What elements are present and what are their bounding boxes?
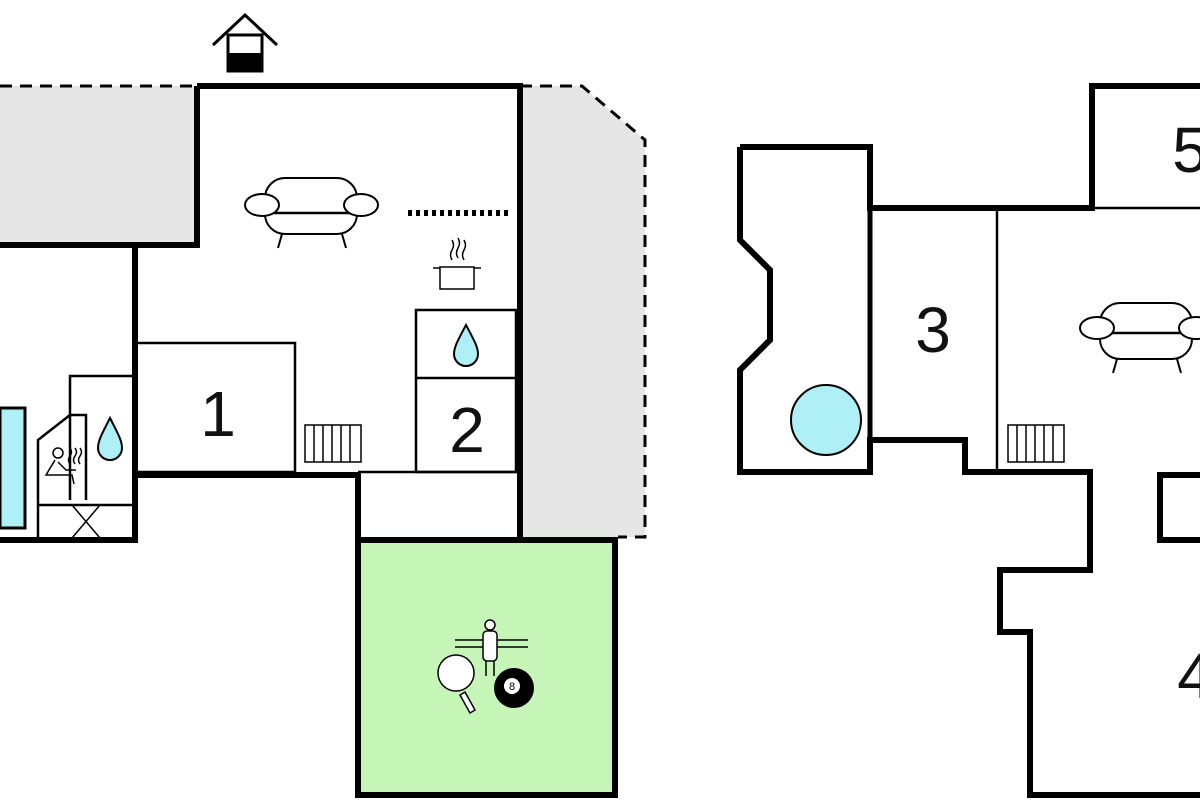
room-label-4: 4 <box>1177 640 1200 712</box>
activity-room: 8 <box>355 537 618 798</box>
table-tennis-icon <box>437 654 477 715</box>
billiard-ball-number: 8 <box>509 681 515 693</box>
billiard-ball-icon: 8 <box>494 668 534 708</box>
radiator-icon <box>304 424 362 463</box>
room-label-5: 5 <box>1172 114 1200 186</box>
room-label-3: 3 <box>915 294 951 366</box>
cross-mark <box>71 504 101 539</box>
sauna-icon <box>44 447 83 485</box>
terrace-right <box>520 84 647 539</box>
sofa-icon <box>1079 302 1200 374</box>
well-icon <box>211 12 279 73</box>
wellness-area <box>0 374 133 540</box>
room-label-2: 2 <box>449 394 485 466</box>
pool-icon <box>0 406 27 530</box>
water-drop-icon <box>452 322 480 367</box>
table-football-icon <box>455 619 528 676</box>
terrace-left <box>0 84 200 248</box>
right-building-walls <box>737 83 1200 798</box>
radiator-icon <box>1007 424 1065 463</box>
water-drop-icon <box>96 415 124 461</box>
room-label-1: 1 <box>200 378 236 450</box>
sofa-icon <box>244 177 379 249</box>
cooking-pot-icon <box>433 237 481 290</box>
whirlpool-icon <box>790 384 862 456</box>
